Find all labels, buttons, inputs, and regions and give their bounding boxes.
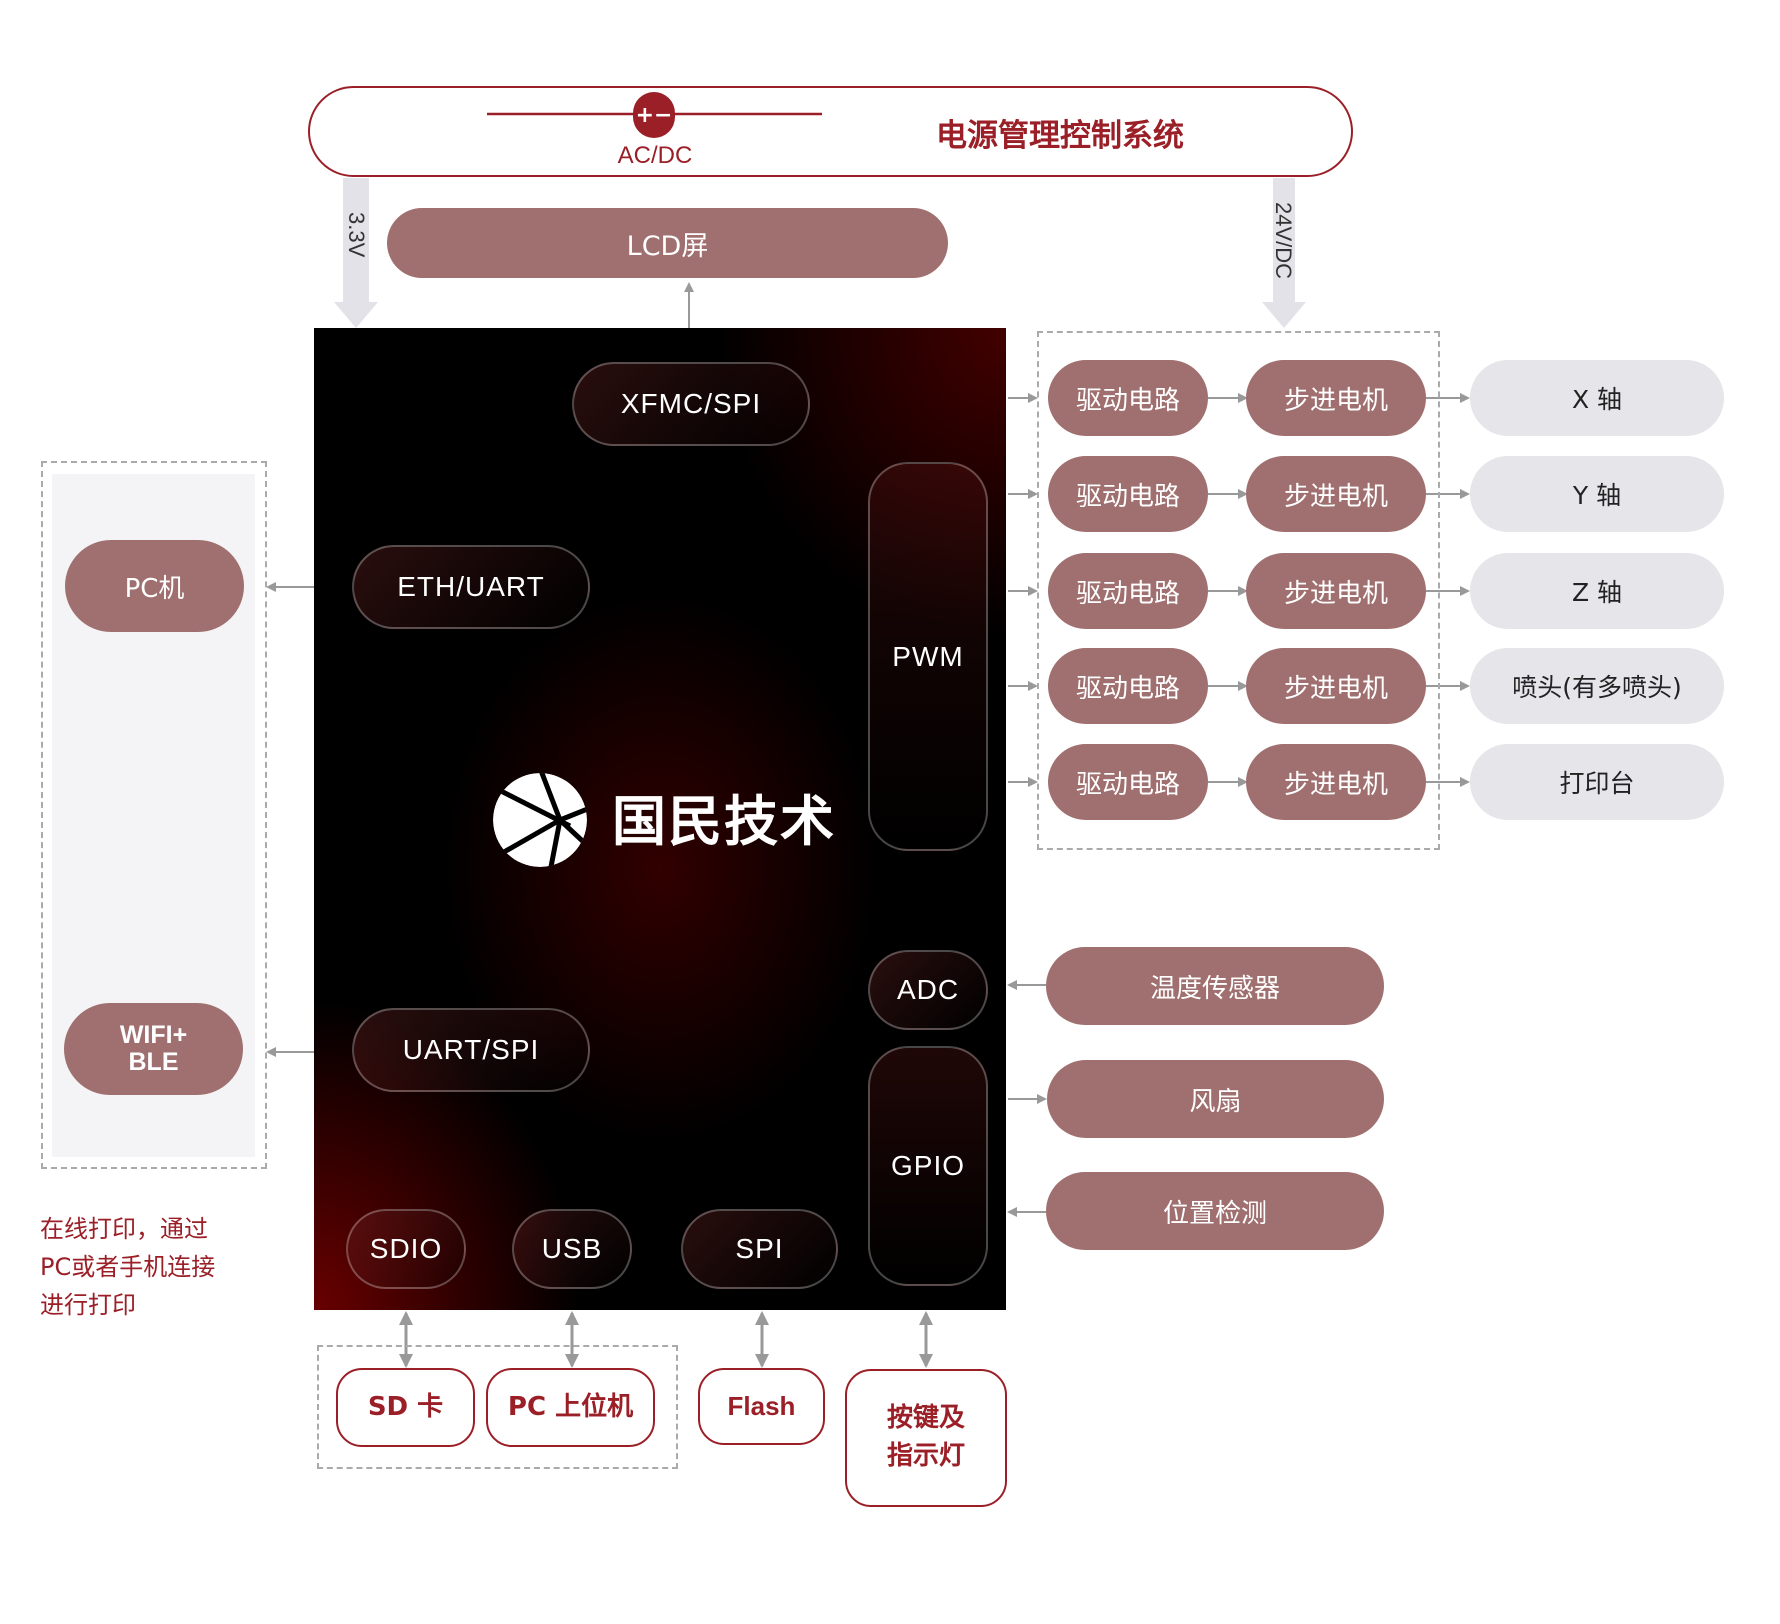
interface-gpio[interactable]: GPIO [868,1046,988,1286]
stepper-motor-label: 步进电机 [1283,578,1388,609]
sd-card[interactable]: SD 卡 [336,1368,475,1447]
lcd-screen[interactable]: LCD屏 [387,208,948,278]
motion-target[interactable]: X 轴 [1470,360,1724,436]
flash-memory[interactable]: Flash [698,1368,825,1445]
brand-name: 国民技术 [612,790,836,853]
driver-circuit[interactable]: 驱动电路 [1048,360,1208,436]
caption-line: 在线打印，通过 [40,1215,208,1243]
motion-driver-group [1037,331,1440,850]
eth-label: ETH/UART [397,571,545,602]
stepper-motor[interactable]: 步进电机 [1246,744,1426,820]
wifi-label: WIFI+ [119,1020,188,1049]
stepper-motor-label: 步进电机 [1283,769,1388,800]
acdc-symbol: +− [635,102,673,128]
interface-uart-spi[interactable]: UART/SPI [352,1008,590,1092]
wifi-ble-module[interactable]: WIFI+ BLE [64,1003,243,1095]
caption-line: 进行打印 [40,1291,136,1319]
pc-device[interactable]: PC机 [65,540,244,632]
motion-target[interactable]: 打印台 [1470,744,1724,820]
interface-spi[interactable]: SPI [681,1209,838,1289]
pc-host-label: PC 上位机 [507,1391,634,1422]
stepper-motor-label: 步进电机 [1283,673,1388,704]
lcd-label: LCD屏 [626,230,709,262]
driver-circuit-label: 驱动电路 [1075,769,1180,800]
fan[interactable]: 风扇 [1047,1060,1384,1138]
motion-target[interactable]: Y 轴 [1470,456,1724,532]
usb-label: USB [541,1233,603,1264]
interface-usb[interactable]: USB [512,1209,632,1289]
motion-target-label: 打印台 [1559,769,1635,798]
brand-logo [490,768,590,872]
temp-sensor-label: 温度传感器 [1149,973,1280,1004]
stepper-motor[interactable]: 步进电机 [1246,360,1426,436]
pwm-label: PWM [892,640,964,672]
motion-arrows [1008,393,1470,787]
driver-circuit-label: 驱动电路 [1075,385,1180,416]
stepper-motor[interactable]: 步进电机 [1246,648,1426,724]
position-detection[interactable]: 位置检测 [1046,1172,1384,1250]
caption-line: PC或者手机连接 [40,1253,216,1281]
motion-target-label: Y 轴 [1572,481,1622,510]
indicators-label: 指示灯 [886,1441,965,1471]
driver-circuit-label: 驱动电路 [1075,481,1180,512]
interface-eth-uart[interactable]: ETH/UART [352,545,590,629]
motion-target-label: Z 轴 [1571,578,1623,607]
driver-circuit[interactable]: 驱动电路 [1048,456,1208,532]
stepper-motor[interactable]: 步进电机 [1246,553,1426,629]
driver-circuit-label: 驱动电路 [1075,673,1180,704]
driver-circuit[interactable]: 驱动电路 [1048,744,1208,820]
spi-label: SPI [735,1233,784,1264]
driver-circuit[interactable]: 驱动电路 [1048,648,1208,724]
sd-card-label: SD 卡 [367,1391,444,1422]
gpio-label: GPIO [890,1150,965,1181]
temperature-sensor[interactable]: 温度传感器 [1046,947,1384,1025]
adc-label: ADC [896,974,960,1005]
keys-label: 按键及 [886,1403,965,1434]
rail-arrow-3v3 [334,178,378,328]
pc-label: PC机 [124,573,185,604]
interface-adc[interactable]: ADC [868,950,988,1030]
sdio-label: SDIO [369,1233,443,1264]
uart-label: UART/SPI [402,1034,540,1065]
host-caption: 在线打印，通过 PC或者手机连接 进行打印 [40,1210,280,1324]
motion-target-label: 喷头(有多喷头) [1512,673,1682,702]
driver-circuit-label: 驱动电路 [1075,578,1180,609]
storage-group [317,1345,678,1469]
interface-xfmc-spi[interactable]: XFMC/SPI [572,362,810,446]
stepper-motor[interactable]: 步进电机 [1246,456,1426,532]
xfmc-label: XFMC/SPI [620,388,762,419]
rail-arrow-24v [1262,178,1306,328]
power-management-system [308,86,1353,177]
keys-indicators[interactable]: 按键及 指示灯 [845,1369,1007,1507]
position-label: 位置检测 [1162,1198,1267,1229]
flash-label: Flash [727,1390,796,1421]
interface-sdio[interactable]: SDIO [346,1209,466,1289]
brand-logo-icon [493,773,587,867]
rail-label-24v: 24V/DC [1271,202,1296,280]
motion-target[interactable]: Z 轴 [1470,553,1724,629]
fan-label: 风扇 [1189,1086,1242,1117]
driver-circuit[interactable]: 驱动电路 [1048,553,1208,629]
power-title: 电源管理控制系统 [936,118,1184,154]
acdc-label: AC/DC [617,142,693,169]
rail-label-3v3: 3.3V [344,212,369,258]
acdc-icon: +− [633,92,675,138]
ble-label: BLE [128,1048,179,1076]
stepper-motor-label: 步进电机 [1283,385,1388,416]
interface-pwm[interactable]: PWM [868,462,988,851]
motion-target[interactable]: 喷头(有多喷头) [1470,648,1724,724]
motion-target-label: X 轴 [1571,385,1623,414]
stepper-motor-label: 步进电机 [1283,481,1388,512]
host-group [41,461,267,1169]
pc-host[interactable]: PC 上位机 [486,1368,655,1447]
